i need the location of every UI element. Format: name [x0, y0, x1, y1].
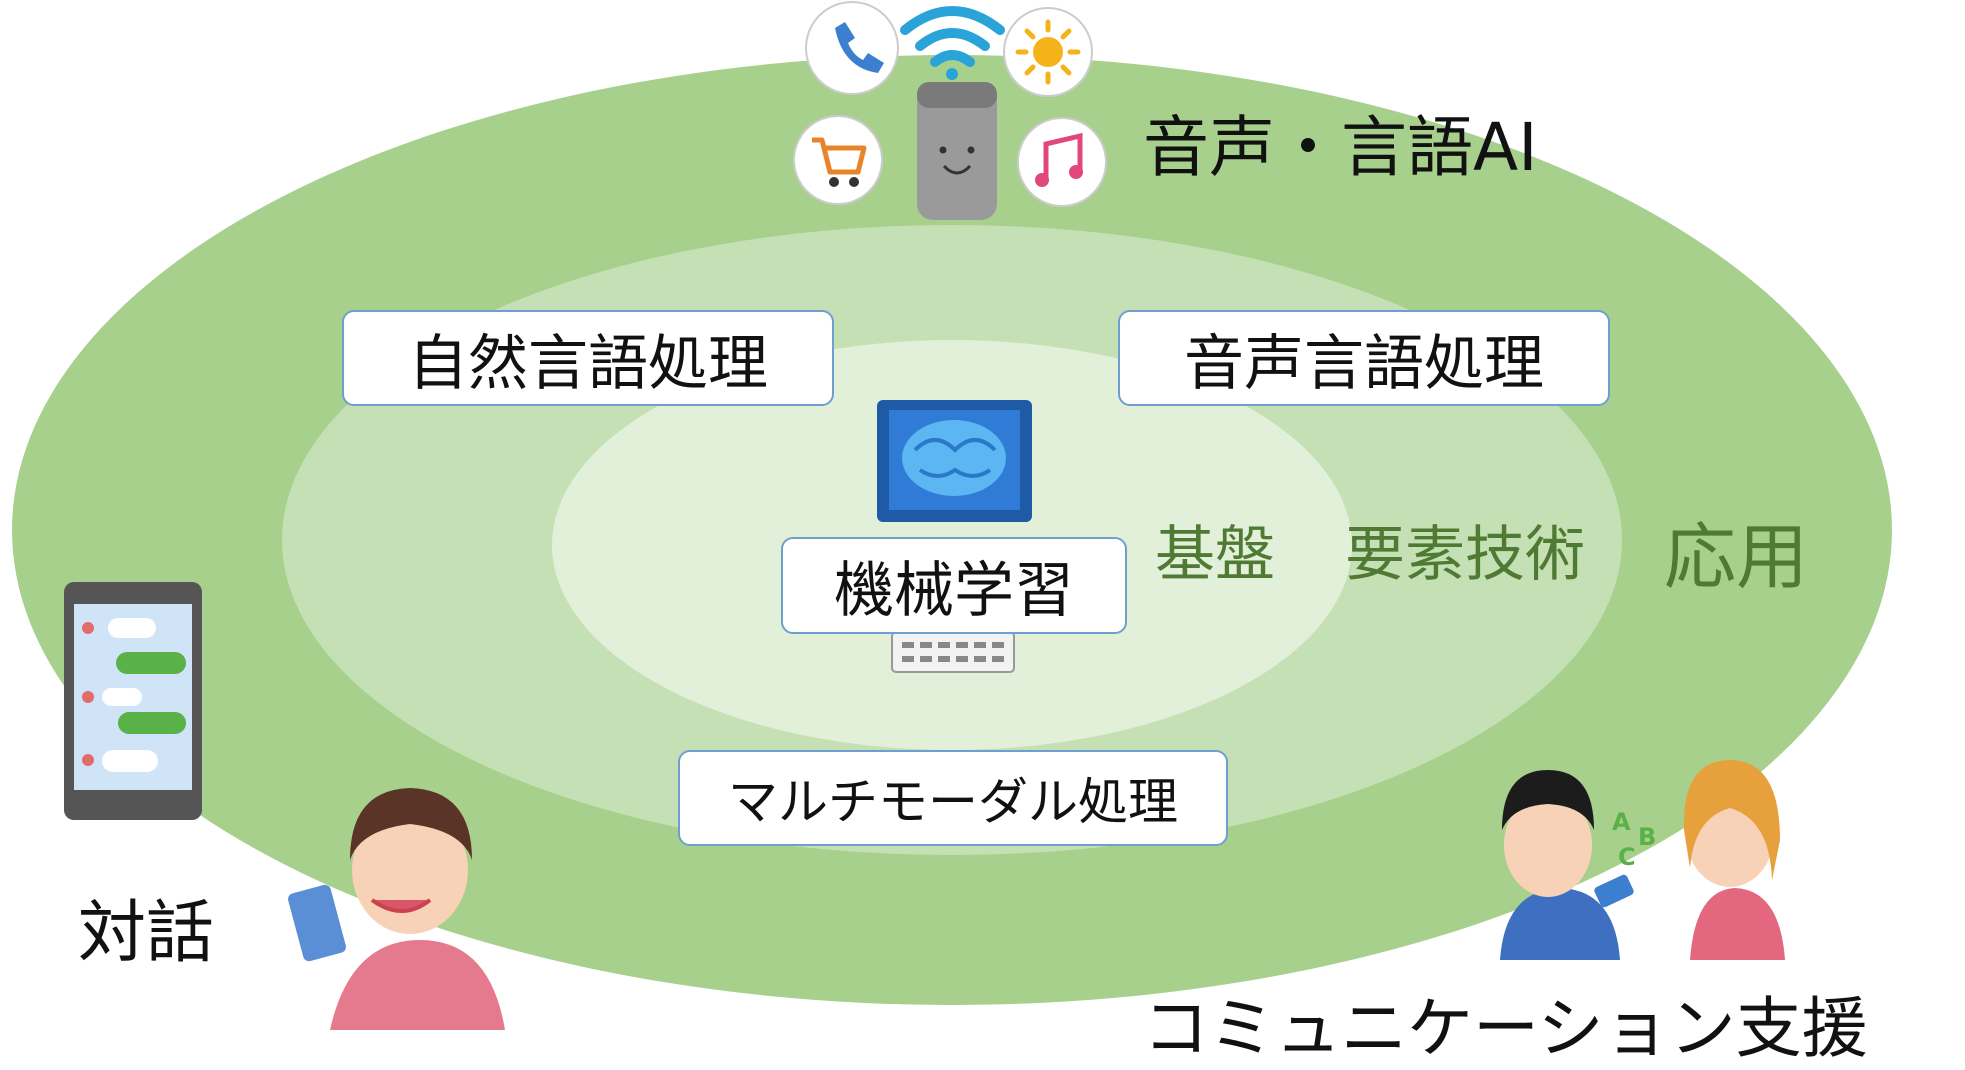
label-communication-support: コミュニケーション支援 — [1143, 990, 1868, 1067]
brain-computer-icon — [877, 400, 1032, 673]
ring-label-element-technology: 要素技術 — [1345, 520, 1585, 590]
ring-label-application: 応用 — [1664, 515, 1809, 599]
svg-text:C: C — [1618, 843, 1636, 871]
people-translator-icon: A B C — [1500, 760, 1785, 960]
svg-text:A: A — [1612, 808, 1631, 836]
woman-with-phone-icon — [288, 788, 505, 1030]
ring-label-core: 基盤 — [1155, 520, 1275, 590]
label-dialogue: 対話 — [78, 894, 215, 973]
box-natural-language-processing: 自然言語処理 — [342, 310, 834, 406]
phone-bubble-icon — [805, 1, 899, 95]
music-bubble-icon — [1017, 117, 1107, 207]
title-speech-language-ai: 音声・言語AI — [1143, 109, 1538, 186]
wifi-icon — [900, 6, 1005, 80]
svg-text:B: B — [1638, 823, 1656, 851]
box-speech-language-processing: 音声言語処理 — [1118, 310, 1610, 406]
smart-speaker-icon — [917, 82, 997, 220]
box-multimodal-processing: マルチモーダル処理 — [678, 750, 1228, 846]
cart-bubble-icon — [793, 115, 883, 205]
box-machine-learning: 機械学習 — [781, 537, 1127, 634]
smartphone-chat-icon — [64, 582, 202, 820]
sun-bubble-icon — [1003, 7, 1093, 97]
